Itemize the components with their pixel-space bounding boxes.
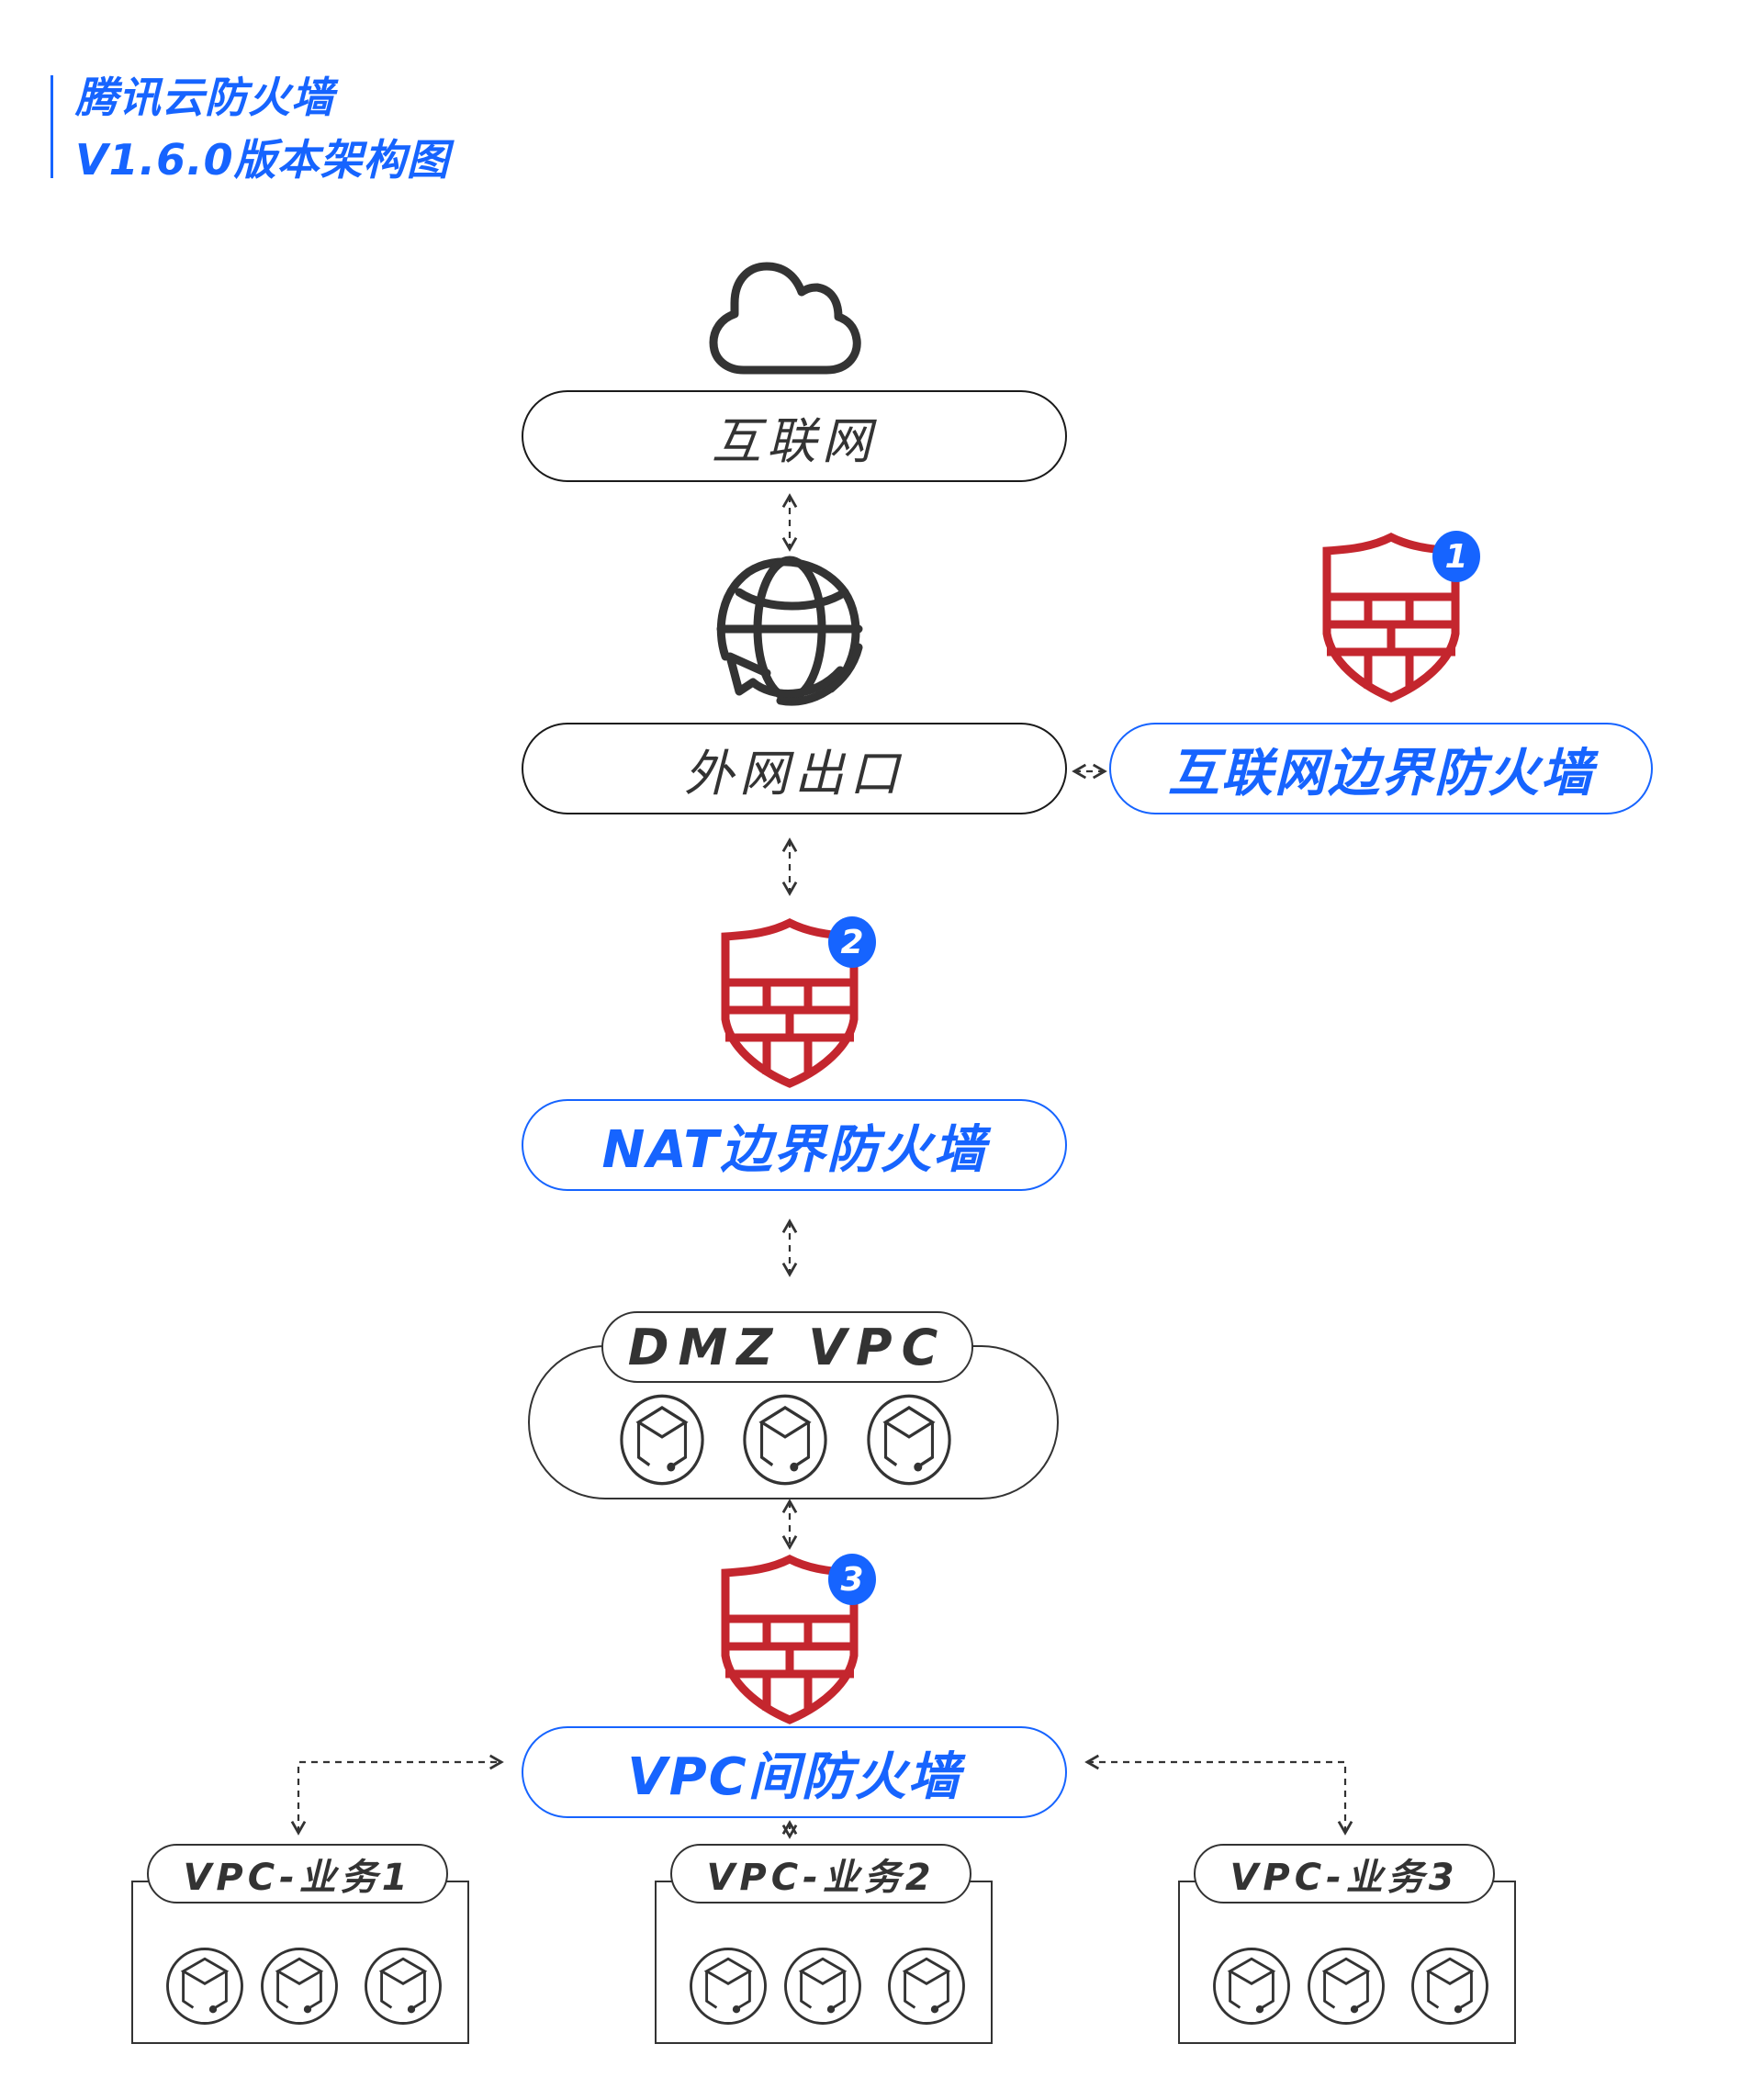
cube-server-icon: [166, 1948, 243, 2025]
vpc-business-3[interactable]: [1178, 1881, 1516, 2044]
title-accent-bar: [51, 75, 53, 178]
firewall-badge-1: 1: [1432, 531, 1480, 582]
nat-firewall-node[interactable]: NAT边界防火墙: [522, 1099, 1067, 1191]
vpc-label-text: VPC-业务3: [1230, 1856, 1459, 1899]
globe-refresh-icon: [716, 556, 863, 706]
firewall-shield-icon: [721, 917, 859, 1088]
vpc-business-2-label: VPC-业务2: [670, 1844, 971, 1903]
page-title-line-2: V1.6.0版本架构图: [75, 135, 450, 185]
cube-server-icon: [1411, 1948, 1488, 2025]
cube-server-icon: [867, 1394, 951, 1486]
page-title-line-1: 腾讯云防火墙: [75, 73, 334, 122]
firewall-shield-icon: [721, 1554, 859, 1724]
internet-label: 互联网: [712, 411, 877, 470]
egress-label: 外网出口: [684, 744, 904, 803]
vpc-label-text: VPC-业务2: [706, 1856, 936, 1899]
dmz-vpc-text: DMZ VPC: [627, 1318, 948, 1376]
vpc-label-text: VPC-业务1: [183, 1856, 412, 1899]
cube-server-icon: [743, 1394, 827, 1486]
cube-server-icon: [1213, 1948, 1290, 2025]
vpc-business-2[interactable]: [655, 1881, 993, 2044]
internet-firewall-label: 互联网边界防火墙: [1168, 743, 1594, 803]
internet-node[interactable]: 互联网: [522, 390, 1067, 482]
firewall-badge-3: 3: [828, 1554, 876, 1605]
arrow-vpc-fw-vpc3: [1084, 1754, 1353, 1836]
firewall-badge-2: 2: [828, 916, 876, 968]
vpc-business-1[interactable]: [131, 1881, 469, 2044]
firewall-shield-icon: [1322, 532, 1460, 702]
cube-server-icon: [690, 1948, 767, 2025]
vpc-firewall-label: VPC间防火墙: [627, 1746, 961, 1807]
cube-server-icon: [888, 1948, 965, 2025]
cloud-icon: [709, 262, 861, 375]
nat-firewall-label: NAT边界防火墙: [601, 1119, 987, 1180]
cube-server-icon: [620, 1394, 704, 1486]
cube-server-icon: [1308, 1948, 1385, 2025]
vpc-firewall-node[interactable]: VPC间防火墙: [522, 1726, 1067, 1818]
dmz-vpc-label: DMZ VPC: [601, 1311, 973, 1383]
cube-server-icon: [784, 1948, 861, 2025]
vpc-business-1-label: VPC-业务1: [147, 1844, 448, 1903]
arrow-vpc-fw-vpc1: [290, 1754, 504, 1836]
cube-server-icon: [261, 1948, 338, 2025]
internet-firewall-node[interactable]: 互联网边界防火墙: [1109, 723, 1653, 814]
egress-node[interactable]: 外网出口: [522, 723, 1067, 814]
cube-server-icon: [365, 1948, 442, 2025]
vpc-business-3-label: VPC-业务3: [1194, 1844, 1495, 1903]
